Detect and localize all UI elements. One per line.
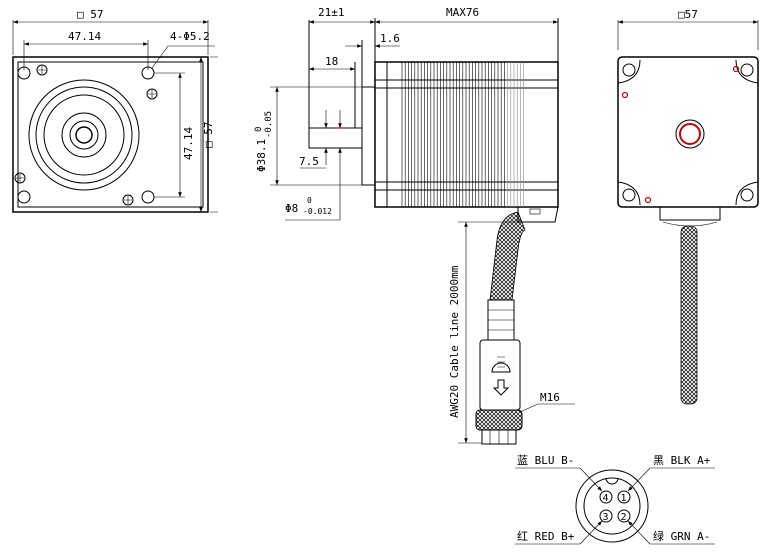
boss-height-label: 1.6 [380,32,400,45]
svg-text:2: 2 [621,512,627,523]
shaft-tol-lower: -0.012 [303,207,332,216]
motor-body [374,61,559,208]
mount-hole [17,190,31,204]
pin-3-label: 红 RED B+ [517,530,575,543]
shaft-tol-upper: 0 [307,196,312,205]
pin-4-label: 蓝 BLU B- [517,454,574,467]
screw-icon [122,194,134,206]
arrow-down-icon [492,379,510,396]
stator-laminations [401,62,524,207]
boss-tol-lower: -0.05 [264,111,274,138]
rear-cable [680,225,698,405]
front-height-label: □ 57 [202,122,215,149]
svg-text:1: 1 [621,493,627,504]
pin-4: 4 [599,490,613,504]
cable [489,211,526,301]
body-length-label: MAX76 [446,6,479,19]
mount-holes-label: 4-Φ5.2 [170,30,210,43]
boss [361,86,376,186]
rear-body [617,56,759,208]
front-view: □ 57 47.14 4-Φ5.2 47.14 □ 57 [12,8,218,213]
connector [475,299,523,445]
boss-tol-upper: 0 [254,127,264,132]
screw-icon [146,88,158,100]
screw-icon [14,172,26,184]
svg-text:4: 4 [603,493,609,504]
pin-2-label: 绿 GRN A- [653,529,710,543]
shaft [308,127,363,149]
side-view: 21±1 MAX76 1.6 18 Φ38.1 0 -0.05 7.5 Φ8 0… [254,6,575,445]
flat-depth-label: 7.5 [299,155,319,168]
front-width-label: □ 57 [77,8,104,21]
pin-1: 1 [617,490,631,504]
cable-length-label: AWG20 Cable line 2000mm [448,265,461,418]
shaft-length-label: 21±1 [318,6,345,19]
connector-thread-label: M16 [540,391,560,404]
front-flange [12,56,209,213]
pin-1-label: 黑 BLK A+ [653,454,711,467]
boss-diameter-label: Φ38.1 [255,139,268,172]
hole-spacing-v-label: 47.14 [182,127,195,160]
mount-hole [141,190,155,204]
hole-spacing-h-label: 47.14 [68,30,101,43]
flat-length-label: 18 [325,55,338,68]
svg-text:3: 3 [603,512,609,523]
rear-width-label: □57 [678,8,698,21]
screw-icon [36,64,48,76]
rear-view: □57 [617,8,759,405]
shaft-diameter-label: Φ8 [285,202,298,215]
connector-pinout: 1 2 3 4 黑 BLK A+ 绿 GRN A- 红 RED B+ 蓝 BLU… [515,454,715,545]
